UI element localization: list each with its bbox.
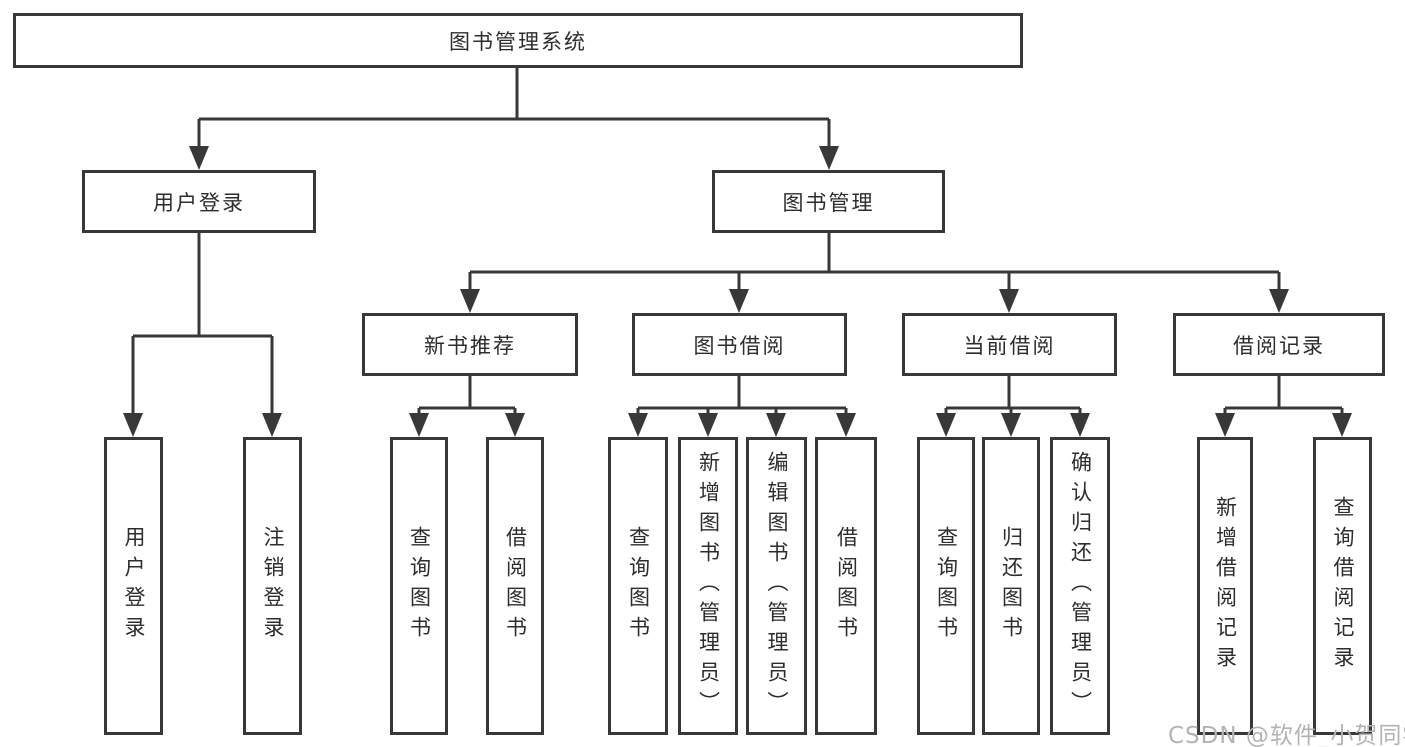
leaf-label: 借阅图书 <box>834 526 859 646</box>
node-book-mgmt: 图书管理 <box>712 170 945 233</box>
leaf-label: 注销登录 <box>261 526 285 646</box>
leaf-nb-borrow-books: 借阅图书 <box>486 437 544 735</box>
leaf-nb-query-books: 查询图书 <box>390 437 448 735</box>
connector-current-borrow <box>936 376 1090 437</box>
node-root: 图书管理系统 <box>13 13 1023 68</box>
leaf-bb-query-books: 查询图书 <box>608 437 668 735</box>
leaf-label: 查询图书 <box>934 526 959 646</box>
leaf-label: 查询借阅记录 <box>1331 496 1355 676</box>
arrow-down-icon <box>819 146 839 170</box>
leaf-label: 借阅图书 <box>503 526 528 646</box>
arrow-down-icon <box>1215 413 1235 437</box>
node-current-borrow: 当前借阅 <box>902 313 1117 376</box>
leaf-label: 确认归还（管理员） <box>1068 451 1093 721</box>
connector-user-login <box>123 233 282 437</box>
leaf-user-login: 用户登录 <box>104 437 163 735</box>
leaf-cb-return-books: 归还图书 <box>982 437 1040 735</box>
connector-root <box>189 68 839 170</box>
arrow-down-icon <box>1070 413 1090 437</box>
leaf-label: 编辑图书（管理员） <box>765 451 789 721</box>
leaf-label: 查询图书 <box>407 526 432 646</box>
leaf-label: 新增借阅记录 <box>1213 496 1238 676</box>
leaf-label: 查询图书 <box>626 526 651 646</box>
leaf-bb-edit-books: 编辑图书（管理员） <box>746 437 807 735</box>
leaf-cb-confirm-return: 确认归还（管理员） <box>1050 437 1110 735</box>
arrow-down-icon <box>698 413 718 437</box>
arrow-down-icon <box>1332 413 1352 437</box>
leaf-br-query-record: 查询借阅记录 <box>1313 437 1372 735</box>
arrow-down-icon <box>999 289 1019 313</box>
arrow-down-icon <box>123 413 143 437</box>
node-borrow-records: 借阅记录 <box>1173 313 1385 376</box>
arrow-down-icon <box>262 413 282 437</box>
connector-book-borrow <box>628 376 856 437</box>
leaf-br-add-record: 新增借阅记录 <box>1197 437 1253 735</box>
node-book-borrow: 图书借阅 <box>632 313 847 376</box>
leaf-label: 归还图书 <box>999 526 1024 646</box>
arrow-down-icon <box>189 146 209 170</box>
arrow-down-icon <box>628 413 648 437</box>
arrow-down-icon <box>1001 413 1021 437</box>
arrow-down-icon <box>936 413 956 437</box>
connector-borrow-records <box>1215 376 1352 437</box>
leaf-bb-borrow-books: 借阅图书 <box>815 437 877 735</box>
arrow-down-icon <box>1269 289 1289 313</box>
leaf-bb-add-books: 新增图书（管理员） <box>678 437 738 735</box>
leaf-label: 用户登录 <box>122 526 146 646</box>
arrow-down-icon <box>409 413 429 437</box>
arrow-down-icon <box>460 289 480 313</box>
leaf-cb-query-books: 查询图书 <box>917 437 975 735</box>
connector-new-book-rec <box>409 376 525 437</box>
arrow-down-icon <box>836 413 856 437</box>
node-user-login: 用户登录 <box>82 170 316 233</box>
connector-book-mgmt <box>460 233 1289 313</box>
arrow-down-icon <box>766 413 786 437</box>
watermark: CSDN @软件_小贺同学 <box>1168 723 1405 747</box>
node-new-book-rec: 新书推荐 <box>362 313 578 376</box>
arrow-down-icon <box>505 413 525 437</box>
leaf-logout: 注销登录 <box>243 437 302 735</box>
leaf-label: 新增图书（管理员） <box>696 451 721 721</box>
arrow-down-icon <box>729 289 749 313</box>
